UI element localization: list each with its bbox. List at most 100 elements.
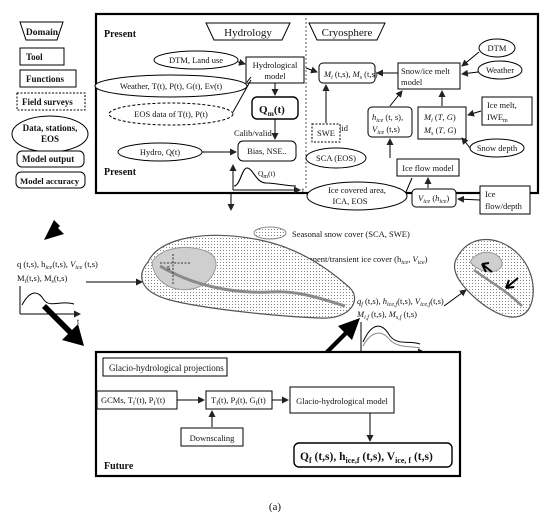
future-panel: Glacio-hydrological projections GCMs, Tf…	[94, 350, 462, 478]
ice-melt-line1: Ice melt,	[487, 100, 517, 110]
legend-model-accuracy: Model accuracy	[20, 176, 80, 186]
legend-field-surveys: Field surveys	[22, 97, 73, 107]
right-line1: qf (t,s), hice,f(t,s), Vice,f(t,s)	[357, 296, 444, 308]
ice-melt-iwe-box	[481, 96, 533, 126]
legend-model-output-shape	[16, 150, 85, 168]
t-left-label: t	[77, 317, 80, 326]
figure-caption: (a)	[269, 501, 282, 513]
glacier-arrow-2	[505, 277, 519, 289]
present-top-label: Present	[104, 29, 137, 40]
thick-arrow-left-top	[44, 204, 82, 240]
snow-melt-line1: Snow/ice melt	[401, 66, 451, 76]
h-ice-output	[367, 106, 413, 138]
future-label: Future	[104, 461, 134, 472]
legend-functions-shape	[19, 69, 77, 88]
cryosphere-title: Cryosphere	[322, 27, 373, 39]
legend: Domain Tool Functions Field surveys Data…	[11, 21, 89, 189]
tf-pf-gf-text: Tf(t), Pf(t), Gf(t)	[211, 395, 266, 407]
mi-tg-text: Mi (T, G)	[423, 112, 456, 124]
eos-data-text: EOS data of T(t), P(t)	[134, 109, 208, 119]
catchment-ice-area	[151, 246, 217, 291]
glacier-river	[473, 268, 523, 307]
snow-cover-patch	[253, 226, 287, 240]
hydro-model-line1: Hydrological	[253, 60, 298, 70]
ice-flow-model-text: Ice flow model	[402, 163, 454, 173]
snow-ice-melt-model	[397, 62, 461, 90]
catchment-section: Seasonal snow cover (SCA, SWE) Permanent…	[17, 194, 534, 362]
permanent-ice-text: Permanent/transient ice cover (hice, Vic…	[291, 254, 428, 266]
legend-domain-shape	[19, 21, 64, 41]
legend-data-line2: EOS	[41, 134, 59, 144]
hydro-q-text: Hydro, Q(t)	[140, 147, 180, 157]
ica-eos-data	[306, 181, 408, 211]
seasonal-snow-text: Seasonal snow cover (SCA, SWE)	[292, 229, 410, 239]
present-panel: Present Present Hydrology Cryosphere DTM…	[94, 12, 540, 215]
legend-tool-shape	[19, 47, 65, 66]
calib-valid-label: Calib/valid	[234, 128, 273, 138]
qm-hydrograph: Qm(t) t	[229, 164, 305, 195]
legend-model-accuracy-shape	[15, 171, 86, 189]
present-bottom-label: Present	[104, 167, 137, 178]
legend-domain: Domain	[26, 28, 59, 38]
future-output-text: Qf (t,s), hice,f (t,s), Vice, f (t,s)	[300, 451, 433, 465]
dtm-data	[478, 38, 516, 58]
legend-functions: Functions	[26, 74, 65, 84]
hydrology-domain	[205, 22, 291, 41]
h-ice-line1: hice (t, s),	[372, 112, 403, 124]
right-line2: Mi,f (t,s), Ms,f (t,s)	[356, 309, 417, 321]
left-line2: Mi(t,s), Ms(t,s)	[17, 273, 67, 285]
dtm-landuse-data	[153, 50, 239, 70]
gcms-text: GCMs, Tf'(t), Pf'(t)	[101, 395, 165, 407]
glacier-ice-area	[469, 251, 503, 273]
projection-to-glacier-arrow	[443, 289, 467, 307]
projection-title: Glacio-hydrological projections	[109, 363, 224, 373]
weather-inputs-text: Weather, T(t), P(t), G(t), Ev(t)	[120, 81, 222, 91]
thick-arrow-right	[324, 318, 360, 355]
dtm-landuse-text: DTM, Land use	[169, 55, 223, 65]
mi-ms-text: Mi (t,s), Ms (t,s)	[323, 69, 378, 81]
ica-line1: Ice covered area,	[328, 185, 386, 195]
weather-inputs-data	[94, 74, 248, 98]
hydrograph-t-axis: t	[302, 186, 305, 195]
glacio-model-box	[289, 386, 395, 414]
weather-data	[477, 60, 523, 80]
hydrology-title: Hydrology	[224, 27, 272, 39]
mi-ms-output	[318, 62, 376, 84]
swe-survey	[311, 123, 341, 143]
hydrological-model-box	[245, 56, 305, 84]
cryosphere-domain	[308, 22, 386, 41]
glacier-arrow-1	[481, 262, 493, 273]
ms-tg-text: Ms (T, G)	[423, 125, 457, 137]
ice-flow-line2: flow/depth	[485, 201, 523, 211]
eos-data-survey	[108, 102, 234, 126]
future-output-box	[293, 442, 453, 468]
swe-text: SWE	[317, 128, 335, 138]
snow-depth-text: Snow depth	[477, 143, 518, 153]
left-line1: q (t,s), hice(t,s), Vice (t,s)	[17, 259, 98, 271]
ice-flow-model	[396, 158, 460, 177]
sca-eos-data	[305, 147, 367, 169]
downscaling-text: Downscaling	[190, 433, 236, 443]
legend-field-surveys-shape	[16, 92, 86, 111]
legend-model-output: Model output	[22, 154, 74, 164]
qm-curve-label: Qm(t)	[258, 169, 276, 180]
vice-hice-output	[411, 188, 457, 208]
snow-melt-line2: model	[401, 77, 423, 87]
projection-title-box	[102, 357, 228, 377]
ice-flow-depth-box	[479, 185, 531, 215]
glacio-model-text: Glacio-hydrological model	[296, 396, 388, 406]
catchment-river	[159, 264, 346, 308]
dtm-text: DTM	[488, 43, 507, 53]
ice-flow-line1: Ice	[485, 189, 496, 199]
downscaling-box	[180, 427, 244, 447]
bias-nse-box	[237, 140, 297, 162]
ica-line2: ICA, EOS	[333, 196, 368, 206]
qm-output: Qm(t)	[259, 104, 285, 118]
legend-tool: Tool	[26, 52, 43, 62]
m-tg-function	[417, 106, 467, 140]
weather-text: Weather	[486, 65, 514, 75]
left-state-graph: q (t,s), hice(t,s), Vice (t,s) Mi(t,s), …	[17, 259, 143, 326]
h-ice-line2: Vice (t,s)	[372, 124, 400, 136]
s-label: s	[167, 263, 170, 272]
